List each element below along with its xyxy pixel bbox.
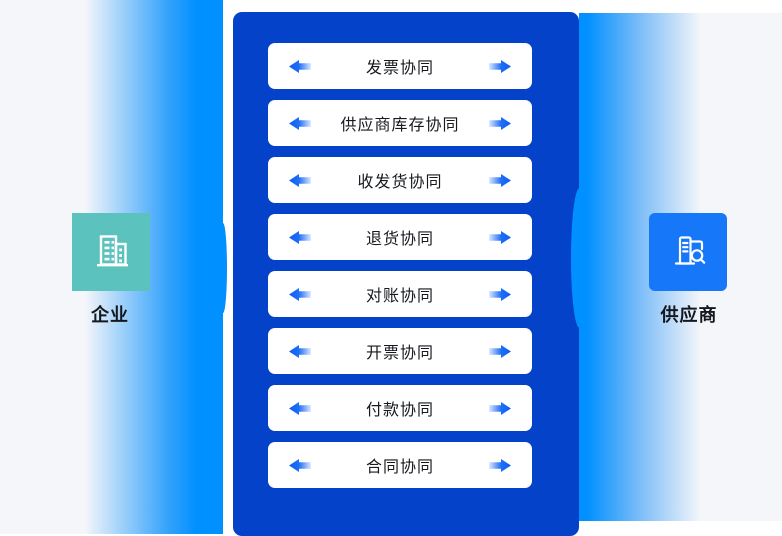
button-label: 付款协同: [365, 400, 434, 419]
arrow-right-icon: [489, 59, 511, 73]
supplier-label: 供应商: [660, 305, 718, 326]
arrow-right-icon: [489, 173, 511, 187]
collab-button-supplier-inventory[interactable]: 供应商库存协同: [268, 100, 532, 146]
arrow-left-icon: [289, 458, 311, 472]
button-label: 发票协同: [365, 58, 434, 77]
arrow-left-icon: [289, 173, 311, 187]
building-icon: [97, 235, 128, 267]
arrow-left-icon: [289, 230, 311, 244]
arrow-right-icon: [489, 458, 511, 472]
button-label: 合同协同: [365, 457, 434, 476]
button-label: 收发货协同: [357, 172, 443, 191]
button-label: 退货协同: [365, 229, 434, 248]
arrow-right-icon: [489, 116, 511, 130]
collab-button-returns[interactable]: 退货协同: [268, 214, 532, 260]
collab-button-payment[interactable]: 付款协同: [268, 385, 532, 431]
button-label: 供应商库存协同: [340, 115, 460, 134]
arrow-right-icon: [489, 230, 511, 244]
enterprise-label: 企业: [91, 305, 129, 326]
collab-button-invoice[interactable]: 发票协同: [268, 43, 532, 89]
arrow-left-icon: [289, 287, 311, 301]
collab-button-shipping-receiving[interactable]: 收发货协同: [268, 157, 532, 203]
collab-button-contract[interactable]: 合同协同: [268, 442, 532, 488]
button-label: 对账协同: [365, 286, 434, 305]
document-search-icon: [674, 236, 706, 265]
supplier-tile: [649, 213, 727, 291]
arrow-left-icon: [289, 401, 311, 415]
arrow-left-icon: [289, 59, 311, 73]
arrow-right-icon: [489, 287, 511, 301]
button-label: 开票协同: [365, 343, 434, 362]
arrow-left-icon: [289, 116, 311, 130]
arrow-right-icon: [489, 401, 511, 415]
arrow-left-icon: [289, 344, 311, 358]
enterprise-tile: [72, 213, 150, 291]
collab-button-billing[interactable]: 开票协同: [268, 328, 532, 374]
collab-button-reconciliation[interactable]: 对账协同: [268, 271, 532, 317]
right-connector-bump: [571, 188, 588, 328]
arrow-right-icon: [489, 344, 511, 358]
collaboration-panel: 发票协同 供应商库存协同 收发货协同 退货协同 对账协同 开票协同: [233, 12, 579, 536]
left-connector-bump: [219, 223, 227, 313]
